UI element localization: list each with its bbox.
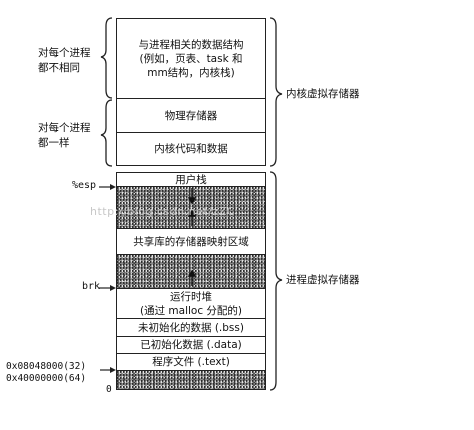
brace-right-kernel [269, 17, 283, 167]
region-data-label: 已初始化数据 (.data) [140, 339, 242, 351]
region-shared-lib-label: 共享库的存储器映射区域 [133, 235, 249, 248]
label-process-vm: 进程虚拟存储器 [286, 274, 360, 286]
brace-left-top [100, 17, 113, 99]
region-data: 已初始化数据 (.data) [116, 336, 266, 353]
region-per-process-struct-label: 与进程相关的数据结构 (例如，页表、task 和 mm结构，内核栈) [138, 38, 244, 79]
label-addr-64: 0x40000000(64) [6, 373, 87, 384]
brace-left-bottom [100, 99, 113, 167]
region-text: 程序文件 (.text) [116, 353, 266, 370]
free-area-stack [116, 186, 266, 228]
region-runtime-heap: 运行时堆 (通过 malloc 分配的) [116, 288, 266, 318]
label-brk: brk [82, 281, 101, 292]
label-per-process-diff: 对每个进程 都不相同 [38, 47, 91, 74]
region-physical-memory-label: 物理存储器 [164, 109, 218, 122]
heap-up-arrow-head [187, 269, 197, 277]
region-bss: 未初始化的数据 (.bss) [116, 318, 266, 336]
brace-right-process [269, 171, 283, 391]
region-physical-memory: 物理存储器 [116, 98, 266, 132]
lib-up-arrow-head [187, 209, 197, 217]
addr-pointer [100, 367, 116, 373]
left-braces [100, 17, 113, 167]
esp-pointer [99, 184, 116, 190]
stack-down-arrow-head [187, 197, 197, 205]
growth-arrows [187, 188, 197, 286]
region-user-stack-label: 用户栈 [175, 173, 207, 186]
label-esp: %esp [72, 180, 97, 191]
region-bss-label: 未初始化的数据 (.bss) [138, 321, 244, 334]
brk-pointer [99, 285, 116, 291]
label-kernel-vm: 内核虚拟存储器 [286, 88, 360, 100]
watermark: http://blog.csdn.net/zZC [90, 205, 235, 218]
region-text-label: 程序文件 (.text) [152, 356, 230, 368]
label-zero: 0 [106, 384, 112, 395]
region-unused-bottom [116, 370, 266, 390]
label-addr-32: 0x08048000(32) [6, 361, 87, 372]
region-runtime-heap-label: 运行时堆 (通过 malloc 分配的) [139, 290, 243, 317]
region-kernel-code-data-label: 内核代码和数据 [154, 143, 228, 155]
region-kernel-code-data: 内核代码和数据 [116, 132, 266, 166]
right-braces [269, 17, 283, 391]
region-shared-lib: 共享库的存储器映射区域 [116, 228, 266, 254]
label-per-process-same: 对每个进程 都一样 [38, 122, 91, 149]
region-user-stack: 用户栈 [116, 172, 266, 186]
region-per-process-struct: 与进程相关的数据结构 (例如，页表、task 和 mm结构，内核栈) [116, 18, 266, 98]
